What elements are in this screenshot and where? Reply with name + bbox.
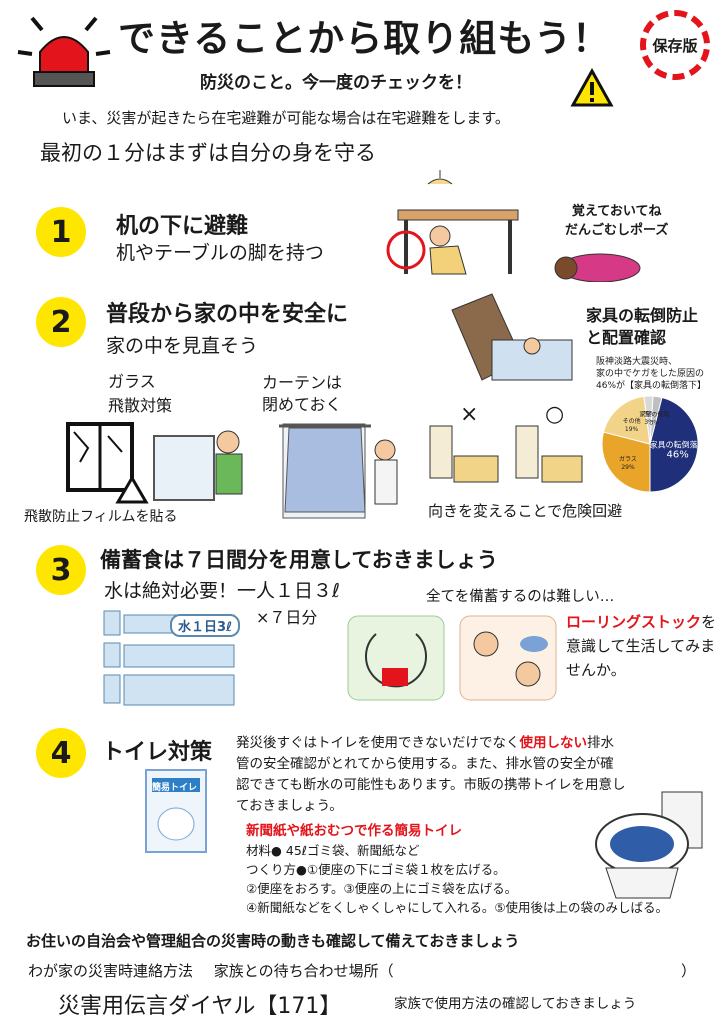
rolling-stock-term: ローリングストック [566, 613, 702, 631]
pie-value-4: 3% [650, 420, 660, 427]
rolling-stock-illustration [458, 614, 558, 702]
howto-materials: 材料● 45ℓゴミ袋、新聞紙など [246, 843, 420, 858]
pie-value-3: 3% [644, 419, 654, 426]
pie-value-2: 19% [625, 426, 639, 433]
step-number-3: 3 [36, 545, 86, 595]
toilet-pack-label: 簡易トイレ [152, 783, 198, 793]
furniture-title: 家具の転倒防止 と配置確認 [586, 306, 699, 347]
howto-title: 新聞紙や紙おむつで作る簡易トイレ [246, 823, 462, 839]
film-caption: 飛散防止フィルムを貼る [24, 509, 178, 525]
mark-bad: × [460, 402, 479, 427]
pie-label-0: 家具の転倒落下 [650, 439, 700, 449]
pie-slice-2 [602, 395, 651, 445]
siren-icon [14, 12, 114, 92]
step2-title: 普段から家の中を安全に [106, 302, 349, 327]
pie-label-1: ガラス [619, 455, 637, 463]
footer-line2: わが家の災害時連絡方法 家族との待ち合わせ場所（ ） [28, 960, 698, 981]
meeting-place-label: 家族との待ち合わせ場所（ [213, 962, 394, 980]
toilet-body-text: 発災後すぐはトイレを使用できないだけでなく使用しない排水管の安全確認がとれてから… [236, 733, 626, 817]
dial-note: 家族で使用方法の確認しておきましょう [394, 996, 637, 1012]
howto-step-c: ④新聞紙などをくしゃくしゃにして入れる。⑤使用後は上の袋のみしばる。 [246, 900, 669, 915]
page-title: できることから取り組もう！ [118, 17, 611, 60]
fallen-furniture-illustration [432, 290, 582, 390]
pie-slice-4 [649, 395, 663, 445]
mark-good: ○ [545, 402, 565, 427]
step3-subtitle: 水は絶対必要！一人１日３ℓ [104, 580, 340, 602]
pie-label-3: 不明 [643, 411, 655, 418]
curtain-note: カーテンは 閉めておく [262, 373, 343, 414]
window-film-illustration [62, 418, 252, 508]
step1-note: 覚えておいてね だんごむしポーズ [565, 204, 669, 238]
step1-subtitle: 机やテーブルの脚を持つ [116, 242, 324, 264]
curtain-illustration [275, 420, 415, 520]
step2-subtitle: 家の中を見直そう [106, 335, 259, 357]
step3-title: 備蓄食は７日間分を用意しておきましょう [100, 548, 498, 572]
howto-step-b: ②便座をおろす。③便座の上にゴミ袋を広げる。 [246, 881, 518, 896]
step-number-2: 2 [36, 297, 86, 347]
stock-hard-note: 全てを備蓄するのは難しい… [426, 589, 615, 605]
contact-method-label: わが家の災害時連絡方法 [28, 962, 194, 980]
pie-slice-0 [649, 396, 699, 493]
seven-days: ×７日分 [256, 608, 318, 627]
pie-value-0: 46% [667, 449, 689, 460]
rolling-stock-text: ローリングストックを 意識して生活してみま せんか。 [566, 610, 716, 682]
rolling-text-3: せんか。 [566, 661, 626, 679]
disaster-dial: 災害用伝言ダイヤル【171】 [58, 994, 342, 1019]
page-subtitle: 防災のこと。今一度のチェックを！ [200, 73, 472, 93]
pie-label-2: その他 [623, 417, 641, 425]
pie-slice-1 [601, 431, 651, 493]
meeting-place-close: ） [680, 962, 696, 980]
howto-block: 新聞紙や紙おむつで作る簡易トイレ 材料● 45ℓゴミ袋、新聞紙など つくり方●①… [246, 822, 668, 917]
glass-note: ガラス 飛散対策 [108, 372, 173, 415]
step-number-4: 4 [36, 728, 86, 778]
portable-toilet-pack-illustration [144, 768, 208, 854]
pie-label-4: 家屋の倒壊 [639, 411, 669, 419]
desk-shelter-illustration [380, 170, 520, 280]
step-number-1: 1 [36, 207, 86, 257]
bed-layout-illustration [424, 420, 584, 490]
water-tag: 水１日3ℓ [170, 614, 241, 637]
crouch-pose-illustration [542, 238, 662, 283]
lead-text: 最初の１分はまずは自分の身を守る [40, 141, 376, 165]
save-badge: 保存版 [640, 10, 710, 80]
intro-text: いま、災害が起きたら在宅避難が可能な場合は在宅避難をします。 [62, 109, 510, 127]
pie-value-1: 29% [621, 464, 635, 471]
toilet-illustration [566, 790, 706, 900]
direction-caption: 向きを変えることで危険回避 [428, 502, 623, 520]
pie-caption: 阪神淡路大震災時、 家の中でケガをした原因の 46%が【家具の転倒落下】 [596, 357, 707, 391]
footer-line1: お住いの自治会や管理組合の災害時の動きも確認して備えておきましょう [26, 932, 520, 950]
step4-title: トイレ対策 [102, 740, 213, 765]
stock-cycle-illustration [346, 614, 446, 702]
rolling-text-1: を [701, 613, 717, 631]
toilet-body-red: 使用しない [519, 735, 588, 751]
rolling-text-2: 意識して生活してみま [566, 637, 716, 655]
toilet-body-b: 排水管の安全確認がとれてから使用する。また、排水管の安全が確認できても断水の可能… [236, 735, 626, 814]
step1-title: 机の下に避難 [116, 214, 249, 239]
warning-icon [570, 67, 614, 108]
toilet-body-a: 発災後すぐはトイレを使用できないだけでなく [236, 735, 520, 751]
howto-step-a: つくり方●①便座の下にゴミ袋１枚を広げる。 [246, 862, 506, 877]
